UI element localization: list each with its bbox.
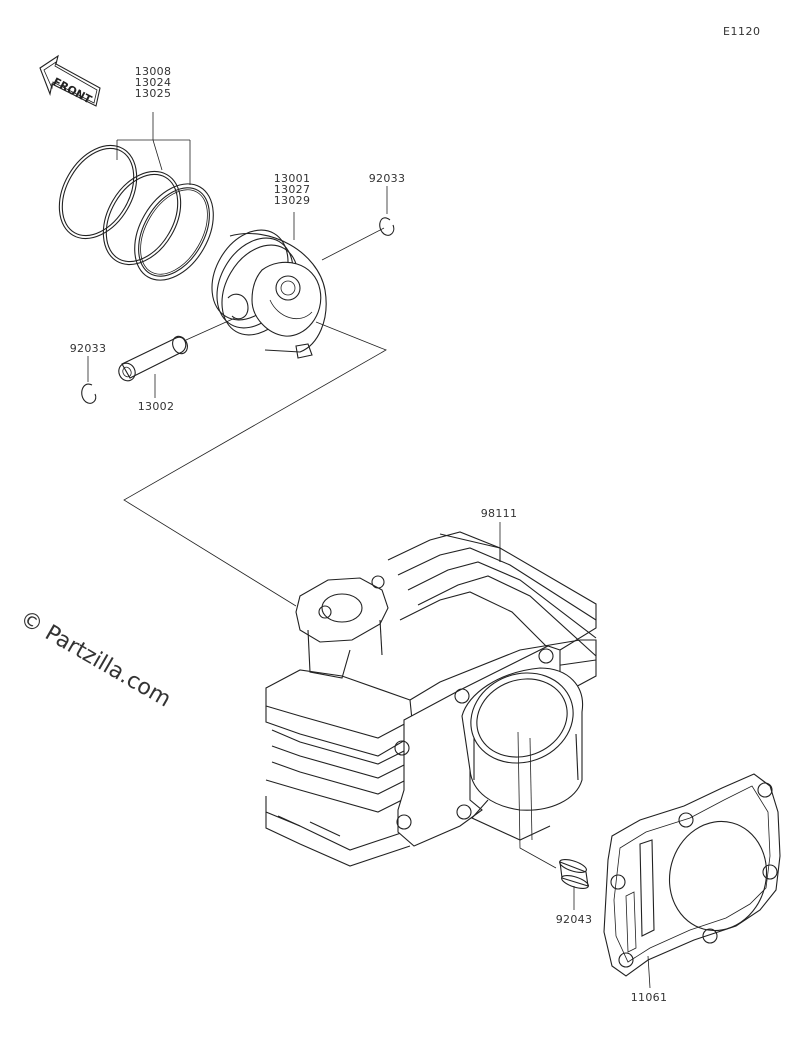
part-number: 13008 xyxy=(134,65,172,78)
front-label: FRONT xyxy=(51,75,95,106)
label-dowel-pin[interactable]: 92043 xyxy=(544,914,604,925)
dowel-pin[interactable] xyxy=(558,857,590,891)
cylinder[interactable] xyxy=(265,531,597,867)
label-gasket[interactable]: 11061 xyxy=(619,992,679,1003)
label-circlip-left[interactable]: 92033 xyxy=(58,343,118,354)
part-number: 13024 xyxy=(134,76,172,89)
circlip-right[interactable] xyxy=(379,217,395,236)
gasket[interactable] xyxy=(603,773,781,977)
piston[interactable] xyxy=(197,216,327,359)
circlip-left[interactable] xyxy=(81,383,97,404)
part-number: 11061 xyxy=(630,991,668,1004)
part-number: 92033 xyxy=(69,342,107,355)
piston-pin[interactable] xyxy=(116,334,190,384)
part-number: 13027 xyxy=(273,183,311,196)
label-piston[interactable]: 13001 13027 13029 xyxy=(262,173,322,206)
diagram-id: E1120 xyxy=(723,25,761,38)
part-number: 98111 xyxy=(480,507,518,520)
part-number: 13002 xyxy=(137,400,175,413)
label-piston-rings[interactable]: 13008 13024 13025 xyxy=(123,66,183,99)
piston-rings[interactable] xyxy=(44,132,230,294)
label-piston-pin[interactable]: 13002 xyxy=(126,401,186,412)
part-number: 13025 xyxy=(134,87,172,100)
part-number: 92033 xyxy=(368,172,406,185)
part-number: 92043 xyxy=(555,913,593,926)
part-number: 13029 xyxy=(273,194,311,207)
label-cylinder[interactable]: 98111 xyxy=(469,508,529,519)
front-arrow-icon: FRONT xyxy=(39,54,101,107)
label-circlip-right[interactable]: 92033 xyxy=(357,173,417,184)
part-number: 13001 xyxy=(273,172,311,185)
